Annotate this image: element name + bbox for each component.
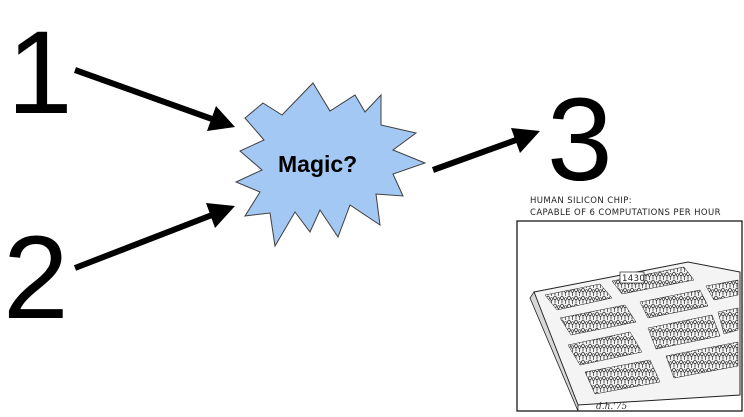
arrow-magic-to-three: [431, 128, 540, 173]
comic-panel: HUMAN SILICON CHIP: CAPABLE OF 6 COMPUTA…: [516, 196, 743, 412]
chip-board-edge: [529, 291, 579, 412]
chip-label: 1430: [622, 274, 645, 284]
comic-signature: d.h.'75: [596, 402, 627, 412]
magic-starburst: [234, 82, 427, 248]
arrow-two-to-magic: [73, 203, 235, 271]
number-three: 3: [547, 74, 613, 206]
comic-caption-line2: CAPABLE OF 6 COMPUTATIONS PER HOUR: [530, 208, 721, 218]
comic-caption-line1: HUMAN SILICON CHIP:: [530, 196, 632, 206]
crowd-blocks: [544, 266, 739, 395]
magic-label: Magic?: [278, 151, 357, 177]
number-two: 2: [3, 212, 69, 344]
number-one: 1: [7, 7, 73, 139]
arrow-one-to-magic: [73, 67, 235, 131]
